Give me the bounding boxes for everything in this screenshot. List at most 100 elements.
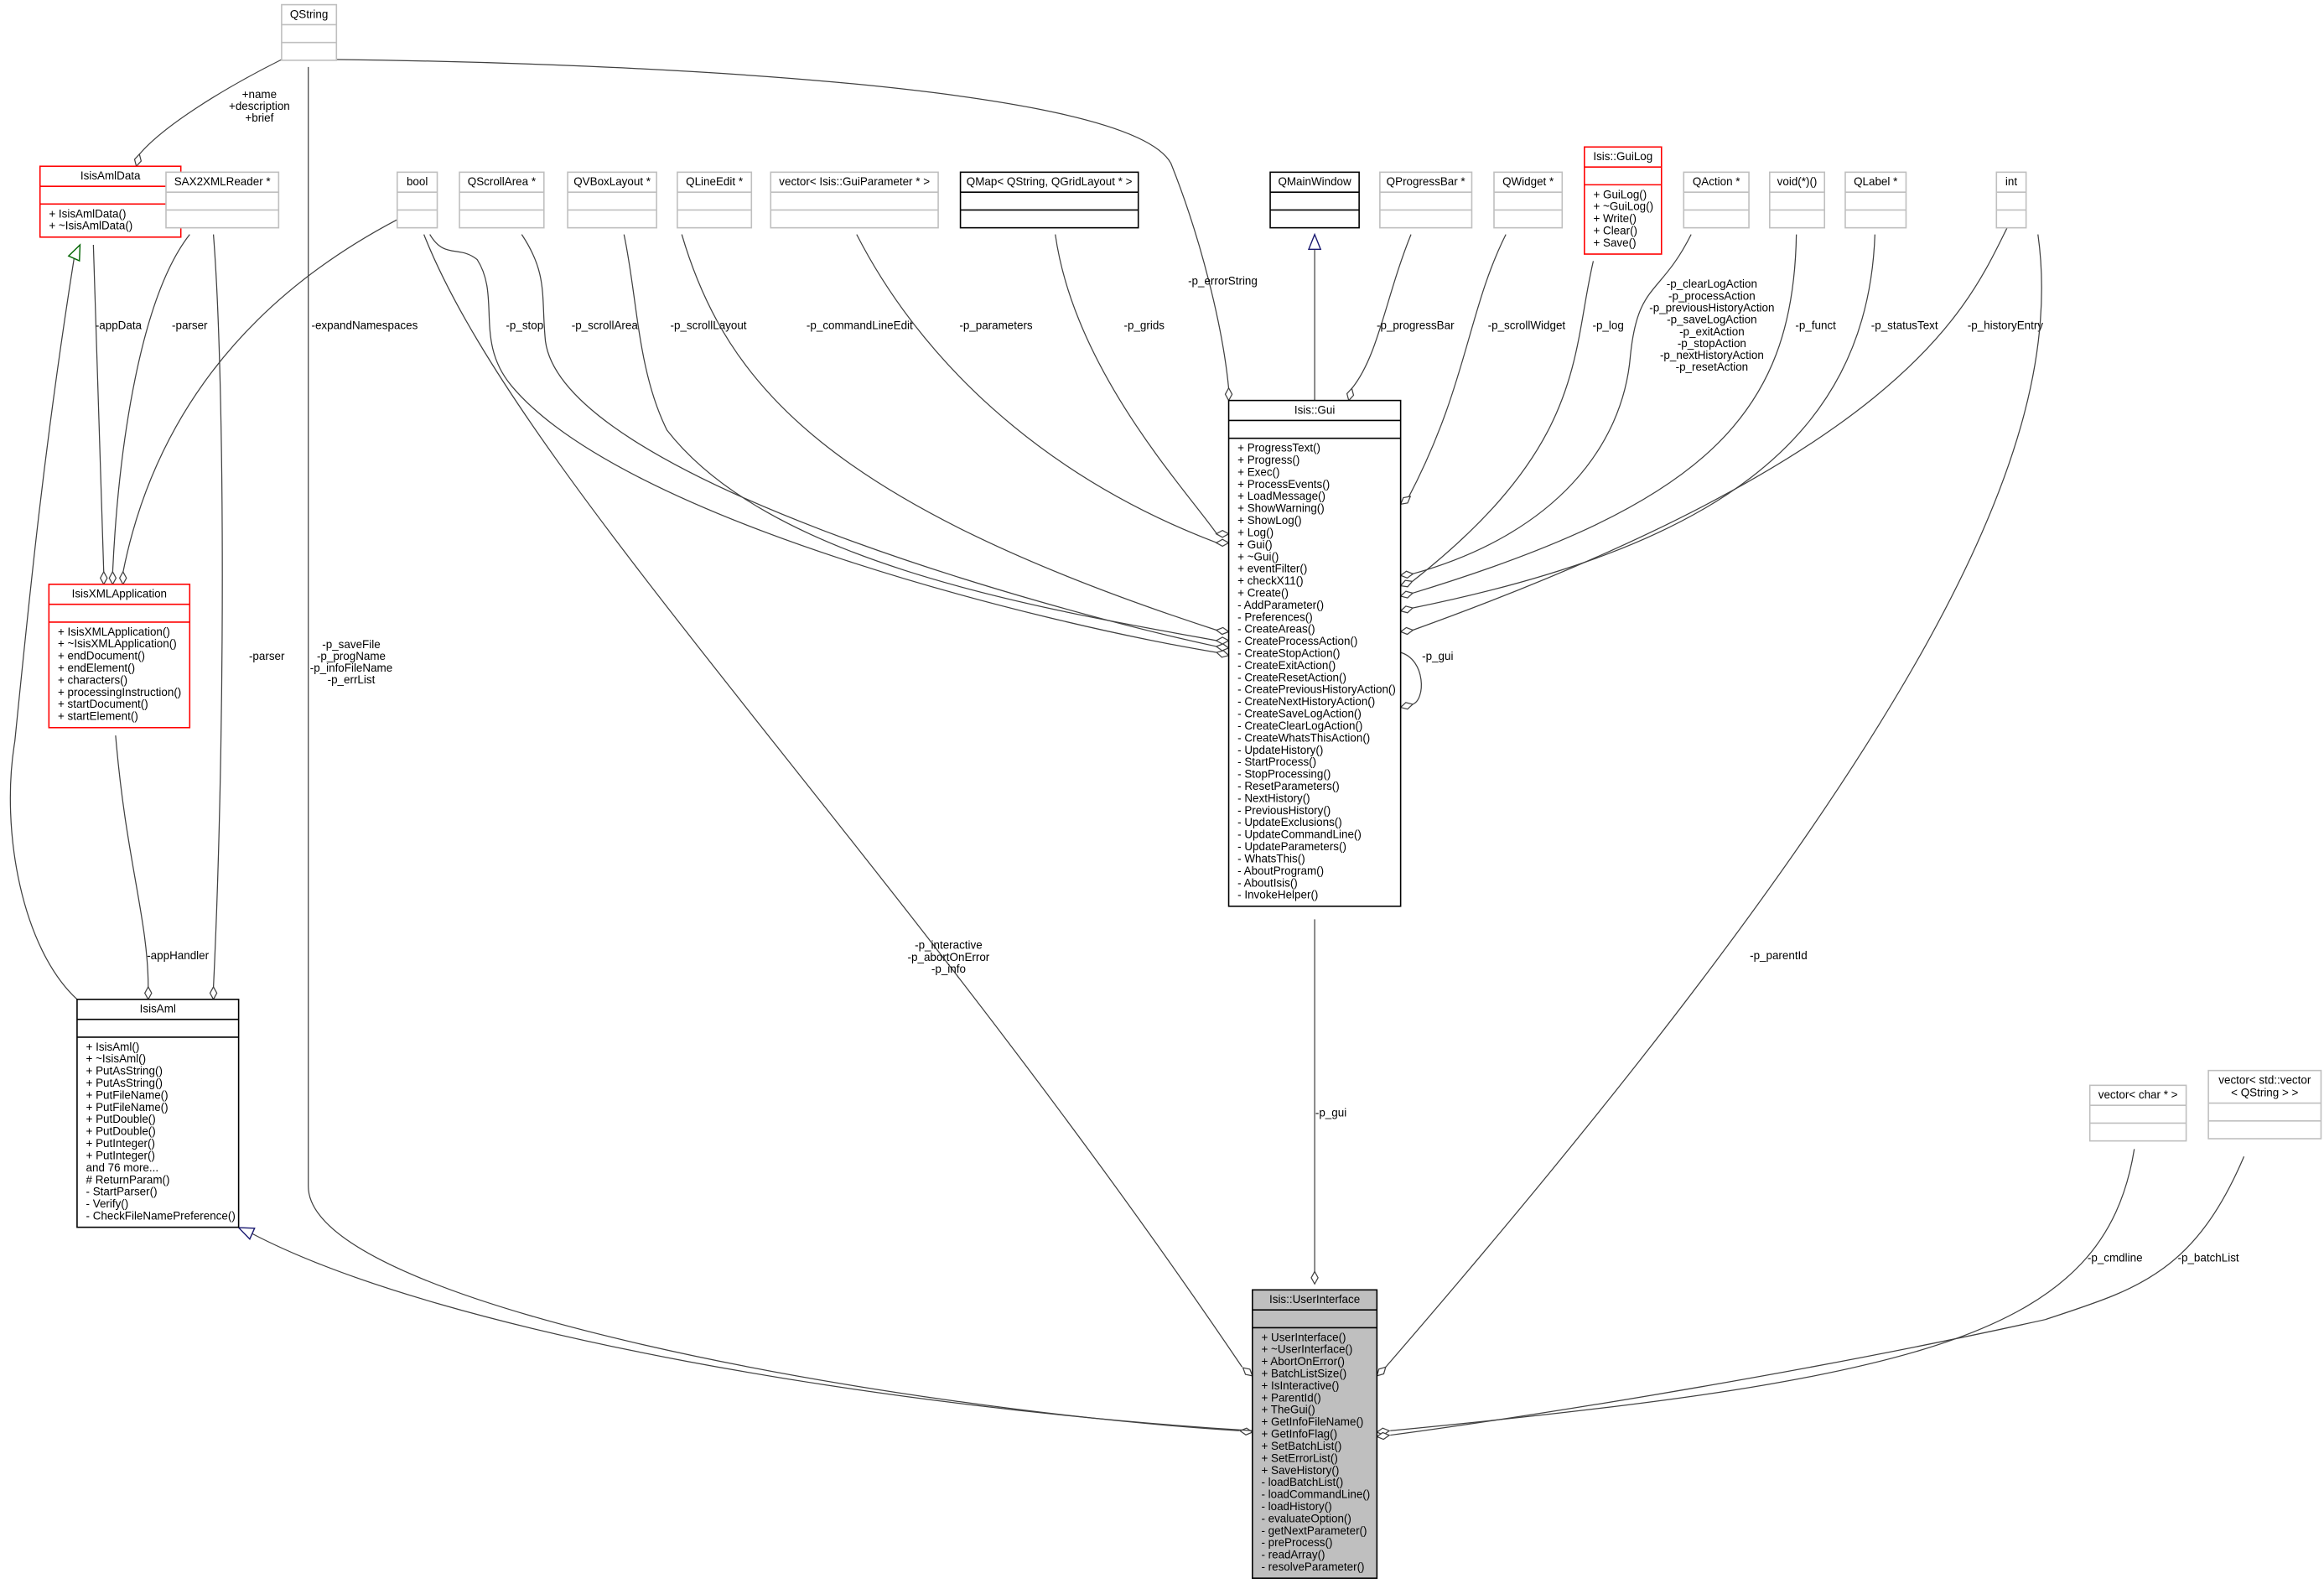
edge-label: -expandNamespaces [311,319,418,332]
class-box-qstring[interactable]: QString [281,3,338,61]
edge-label: -p_parameters [959,319,1033,332]
class-box-isisamldata[interactable]: IsisAmlData+ IsisAmlData()+ ~IsisAmlData… [39,165,182,238]
class-member: - CreateNextHistoryAction() [1237,695,1375,708]
class-member: - StopProcessing() [1237,768,1331,781]
class-box-vector-guiparameter[interactable]: vector< Isis::GuiParameter * > [770,171,939,229]
class-member: + IsInteractive() [1261,1379,1339,1392]
edge-qlabel-gui: -p_statusText [1399,234,1938,614]
class-box-frame [165,171,280,229]
edge-label: -p_saveLogAction [1667,314,1756,326]
class-member: + Progress() [1237,454,1299,466]
aggregation-diamond-icon [1215,643,1230,652]
class-box-sax2xmlreader[interactable]: SAX2XMLReader * [165,171,280,229]
edge-line [336,59,1230,389]
class-member: + characters() [58,673,127,686]
class-box-frame [1493,171,1564,229]
class-box-qwidget[interactable]: QWidget * [1493,171,1564,229]
aggregation-diamond-icon [1399,496,1412,506]
aggregation-diamond-icon [1215,636,1230,645]
class-member: + ~IsisXMLApplication() [58,637,177,650]
class-member: - Verify() [86,1197,129,1210]
class-box-qprogressbar[interactable]: QProgressBar * [1379,171,1473,229]
class-member: - UpdateExclusions() [1237,816,1342,828]
aggregation-diamond-icon [1376,1431,1391,1441]
class-box-frame [459,171,545,229]
edge-label: -p_statusText [1871,319,1938,332]
class-box-qvboxlayout[interactable]: QVBoxLayout * [567,171,657,229]
class-box-frame [1995,171,2027,229]
edge-label: -p_previousHistoryAction [1649,302,1774,314]
class-member: - StartProcess() [1237,755,1316,768]
class-box-qmap[interactable]: QMap< QString, QGridLayout * > [959,171,1139,229]
class-member: + IsisAml() [86,1041,140,1053]
class-box-qaction[interactable]: QAction * [1683,171,1750,229]
class-box-isisaml[interactable]: IsisAml+ IsisAml()+ ~IsisAml()+ PutAsStr… [76,999,240,1228]
class-box-qlabel[interactable]: QLabel * [1844,171,1907,229]
class-member: and 76 more... [86,1161,159,1174]
class-member: + endElement() [58,662,135,674]
class-member: + ~GuiLog() [1593,200,1653,213]
class-name: IsisXMLApplication [72,588,167,600]
class-member: + ~IsisAmlData() [49,220,132,232]
edge-sax2-isisaml: -parser [209,234,285,1001]
edge-qstring-gui: -p_errorString [336,59,1258,402]
class-box-userinterface[interactable]: Isis::UserInterface+ UserInterface()+ ~U… [1252,1289,1378,1579]
edge-qprogressbar-gui: -p_progressBar [1346,234,1455,402]
class-name: QLineEdit * [686,175,744,188]
class-name: QMap< QString, QGridLayout * > [967,175,1133,188]
edge-label: -p_processAction [1668,289,1756,302]
edge-label: -p_historyEntry [1968,319,2044,332]
aggregation-diamond-icon [1399,570,1414,579]
class-box-int[interactable]: int [1995,171,2027,229]
class-member: + PutAsString() [86,1077,163,1089]
edge-line [1055,234,1217,535]
class-member: - CreatePreviousHistoryAction() [1237,683,1396,696]
aggregation-diamond-icon [1399,605,1414,614]
class-box-vector-char[interactable]: vector< char * > [2088,1084,2187,1142]
class-box-frame [1844,171,1907,229]
class-name: void(*)() [1777,175,1818,188]
class-member: + SaveHistory() [1261,1464,1339,1477]
aggregation-diamond-icon [1242,1367,1253,1377]
edge-label: -p_progName [317,650,386,662]
aggregation-diamond-icon [1224,387,1233,402]
class-member: - loadCommandLine() [1261,1488,1370,1501]
class-box-bool[interactable]: bool [396,171,438,229]
edge-sax2-isisxmlapplication: -parser [108,234,208,586]
class-box-frame [2088,1084,2187,1142]
class-member: + SetErrorList() [1261,1451,1337,1464]
edge-line [1412,234,1875,609]
class-member: - UpdateParameters() [1237,840,1346,853]
class-box-qscrollarea[interactable]: QScrollArea * [459,171,545,229]
class-box-vector-vector-qstring[interactable]: vector< std::vector< QString > > [2207,1069,2322,1140]
class-member: # ReturnParam() [86,1173,170,1186]
edge-label: -p_grids [1124,319,1165,332]
class-name: Isis::GuiLog [1593,150,1652,163]
class-box-frame [1252,1289,1378,1579]
edge-label: -p_errList [328,673,376,686]
class-member: + LoadMessage() [1237,490,1325,502]
class-box-isisxmlapplication[interactable]: IsisXMLApplication+ IsisXMLApplication()… [48,584,191,729]
class-name: QScrollArea * [468,175,537,188]
edge-line [115,735,149,988]
class-box-voidfunc[interactable]: void(*)() [1769,171,1826,229]
edge-label: -p_scrollArea [572,319,639,332]
edge-bool-gui: -p_stop [429,234,1230,658]
class-member: + Create() [1237,586,1289,599]
class-member: + PutDouble() [86,1125,156,1138]
class-box-frame [1584,146,1663,255]
edge-line [429,234,1217,653]
class-box-qmainwindow[interactable]: QMainWindow [1269,171,1360,229]
class-member: + ~Gui() [1237,550,1279,563]
edge-line [92,244,105,573]
class-box-gui[interactable]: Isis::Gui+ ProgressText()+ Progress()+ E… [1227,399,1402,907]
class-member: + TheGui() [1261,1404,1315,1416]
class-box-guilog[interactable]: Isis::GuiLog+ GuiLog()+ ~GuiLog()+ Write… [1584,146,1663,255]
class-box-frame [2207,1069,2322,1140]
aggregation-diamond-icon [1399,702,1414,710]
class-box-qlineedit[interactable]: QLineEdit * [677,171,753,229]
class-box-frame [1683,171,1750,229]
class-name: IsisAml [140,1003,176,1015]
edge-line [1351,234,1412,389]
class-member: + PutFileName() [86,1101,169,1114]
